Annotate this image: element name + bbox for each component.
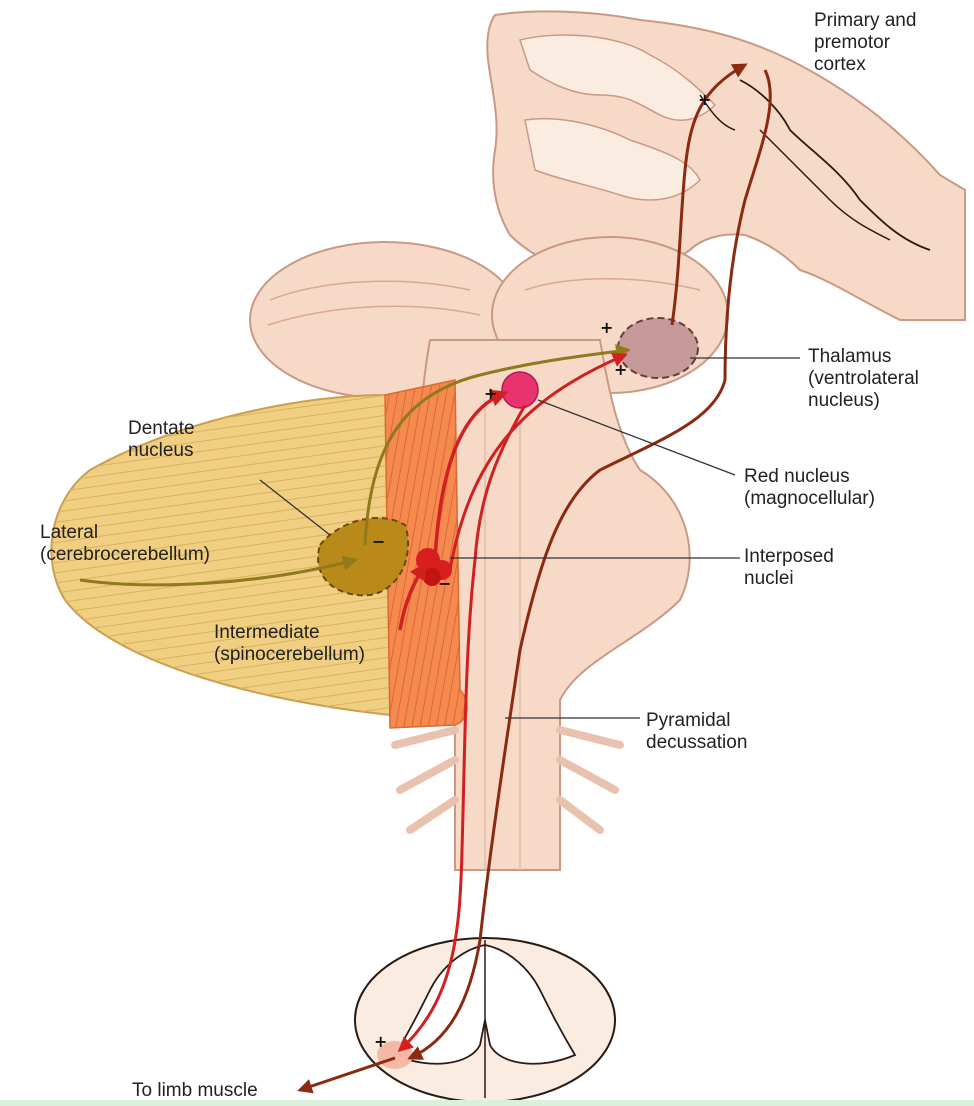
label-cortex: Primary and premotor cortex (814, 10, 916, 76)
spinal-cord-section (355, 938, 615, 1102)
sign-thalamus-plus-lower: + (614, 362, 627, 378)
sign-red-plus: + (484, 386, 497, 402)
label-pyramidal-decussation: Pyramidal decussation (646, 710, 747, 754)
thalamus-vl-nucleus (618, 318, 698, 378)
bottom-divider (0, 1100, 974, 1106)
sign-interposed-minus: − (438, 576, 451, 592)
label-to-limb-muscle: To limb muscle (132, 1080, 258, 1102)
sign-spinal-plus: + (374, 1034, 387, 1050)
sign-thalamus-plus-upper: + (600, 320, 613, 336)
sign-cortex-plus: + (698, 92, 711, 108)
label-dentate-nucleus: Dentate nucleus (128, 418, 195, 462)
label-lateral: Lateral (cerebrocerebellum) (40, 522, 210, 566)
label-thalamus: Thalamus (ventrolateral nucleus) (808, 346, 919, 412)
label-interposed-nuclei: Interposed nuclei (744, 546, 834, 590)
label-intermediate: Intermediate (spinocerebellum) (214, 622, 365, 666)
sign-dentate-minus: − (372, 534, 385, 550)
red-nucleus (502, 372, 538, 408)
label-red-nucleus: Red nucleus (magnocellular) (744, 466, 875, 510)
